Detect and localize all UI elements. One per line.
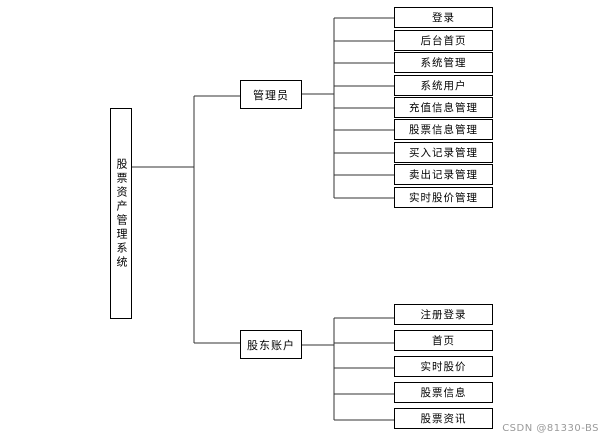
leaf-label: 系统用户 xyxy=(420,80,467,92)
leaf-label: 实时股价管理 xyxy=(409,192,478,204)
leaf-label: 注册登录 xyxy=(420,309,467,321)
leaf-label: 首页 xyxy=(432,335,455,347)
leaf-label: 卖出记录管理 xyxy=(409,169,478,181)
leaf-label: 实时股价 xyxy=(420,361,467,373)
leaf-node: 登录 xyxy=(394,7,493,28)
leaf-node: 系统管理 xyxy=(394,52,493,73)
root-node: 股票资产管理系统 xyxy=(110,108,132,319)
leaf-node: 注册登录 xyxy=(394,304,493,325)
leaf-node: 卖出记录管理 xyxy=(394,164,493,185)
leaf-node: 系统用户 xyxy=(394,75,493,96)
leaf-label: 登录 xyxy=(432,12,455,24)
leaf-label: 买入记录管理 xyxy=(409,147,478,159)
watermark: CSDN @81330-BS xyxy=(502,423,599,434)
leaf-node: 股票资讯 xyxy=(394,408,493,429)
group-node-shareholder: 股东账户 xyxy=(240,330,302,359)
root-label: 股票资产管理系统 xyxy=(115,157,128,270)
leaf-node: 后台首页 xyxy=(394,30,493,51)
leaf-node: 充值信息管理 xyxy=(394,97,493,118)
leaf-node: 股票信息 xyxy=(394,382,493,403)
leaf-label: 系统管理 xyxy=(420,57,467,69)
leaf-node: 实时股价 xyxy=(394,356,493,377)
group-node-admin: 管理员 xyxy=(240,80,302,109)
leaf-label: 后台首页 xyxy=(420,35,467,47)
leaf-node: 首页 xyxy=(394,330,493,351)
group-label: 股东账户 xyxy=(247,338,295,352)
leaf-node: 实时股价管理 xyxy=(394,187,493,208)
group-label: 管理员 xyxy=(253,88,289,102)
leaf-label: 股票资讯 xyxy=(420,413,467,425)
leaf-node: 股票信息管理 xyxy=(394,119,493,140)
leaf-label: 股票信息管理 xyxy=(409,124,478,136)
leaf-label: 充值信息管理 xyxy=(409,102,478,114)
leaf-label: 股票信息 xyxy=(420,387,467,399)
leaf-node: 买入记录管理 xyxy=(394,142,493,163)
